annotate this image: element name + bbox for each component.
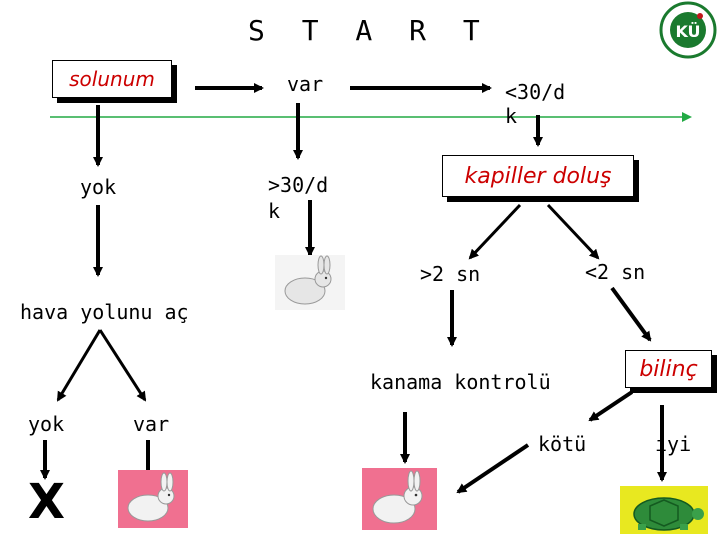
lt30-label: <30/d k	[505, 80, 566, 128]
arrow-hava-yok	[56, 329, 102, 402]
kapiller-label: kapiller doluş	[464, 163, 612, 189]
kanama-label: kanama kontrolü	[370, 370, 551, 394]
hava-label: hava yolunu aç	[20, 300, 189, 324]
arrow-hava-var	[98, 329, 147, 402]
turtle-icon	[620, 486, 708, 534]
page-title: S T A R T	[248, 14, 490, 47]
gt2-label: >2 sn	[420, 262, 481, 286]
lt2-label: <2 sn	[585, 260, 646, 284]
university-logo-icon: KÜ	[655, 0, 720, 65]
pink-rabbit-icon	[118, 470, 188, 528]
kapiller-box: kapiller doluş	[442, 155, 634, 197]
bilinc-box: bilinç	[625, 350, 712, 388]
solunum-label: solunum	[69, 67, 155, 91]
white-rabbit-icon	[275, 255, 345, 310]
yok-left-label: yok	[80, 175, 117, 199]
iyi-label: iyi	[655, 432, 692, 456]
solunum-box: solunum	[52, 60, 172, 98]
x-mark-icon: X	[28, 474, 66, 530]
gt30-label: >30/d k	[268, 173, 329, 223]
kotu-label: kötü	[538, 432, 587, 456]
arrow-bilinc-kotu	[588, 390, 634, 422]
arrow-lt2-bilinc	[610, 286, 652, 342]
pink-rabbit-icon	[362, 468, 437, 530]
arrow-kapiller-gt2	[468, 203, 522, 260]
var-top-label: var	[287, 72, 324, 96]
logo-text: KÜ	[675, 22, 700, 41]
arrow-kotu-pink-rabbit	[456, 443, 530, 494]
var-bottom-label: var	[133, 412, 170, 436]
arrow-kapiller-lt2	[546, 203, 600, 260]
yok-bottom-label: yok	[28, 412, 65, 436]
bilinc-label: bilinç	[639, 356, 698, 382]
